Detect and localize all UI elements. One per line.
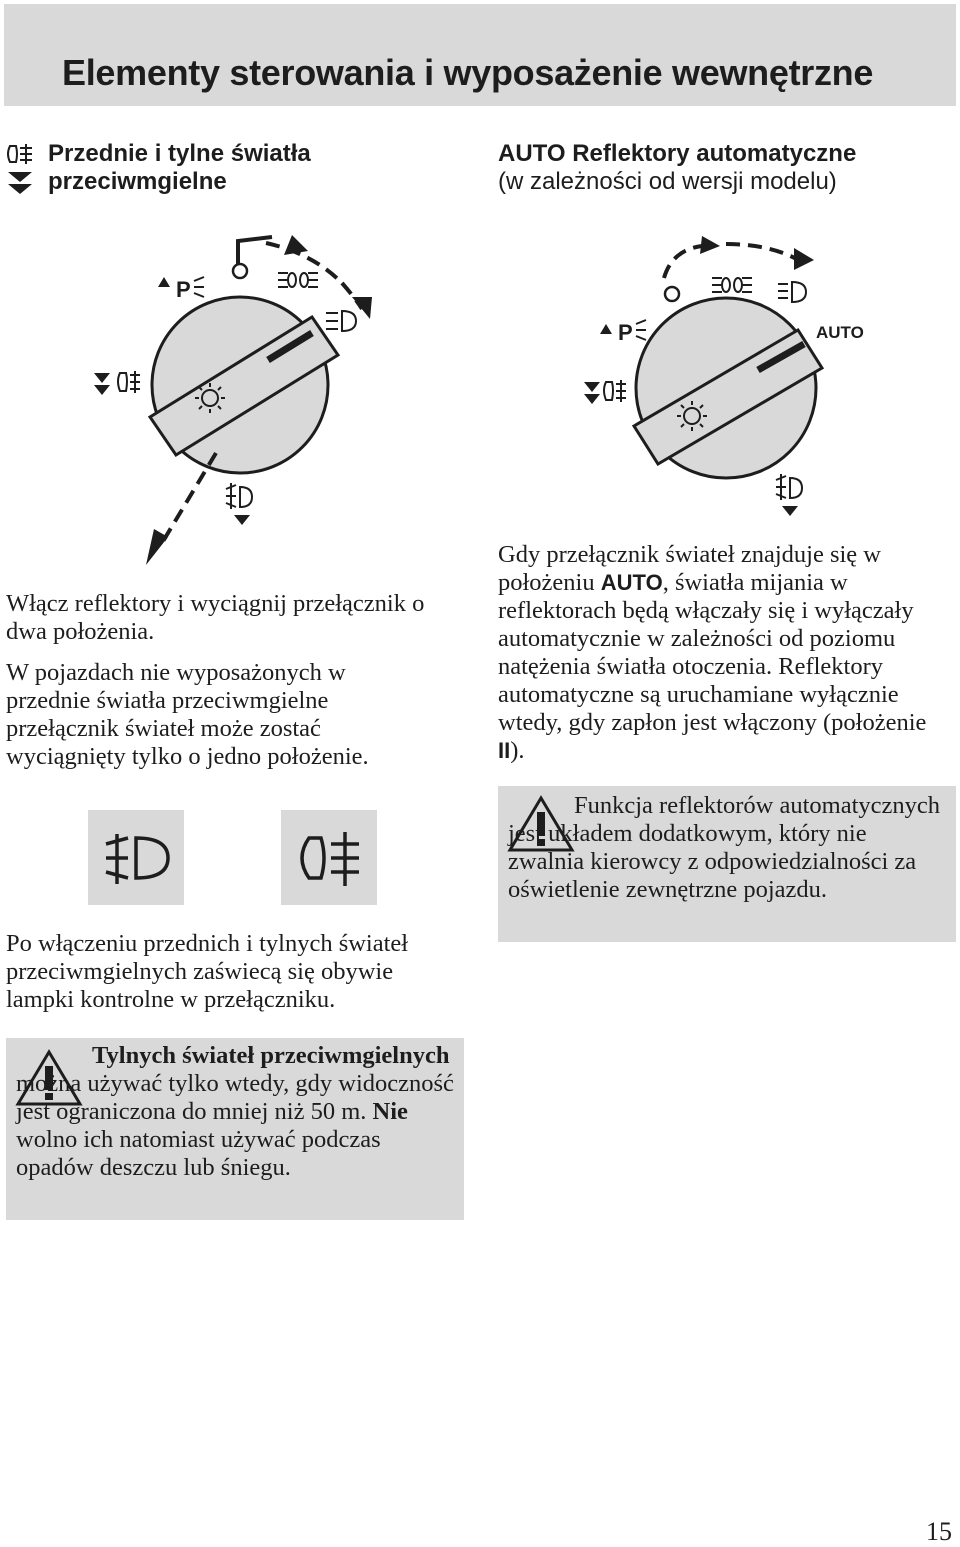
auto-para-auto: AUTO bbox=[600, 570, 663, 595]
fog-heading-line1: Przednie i tylne światła bbox=[48, 140, 311, 167]
fog-heading-line2: przeciwmgielne bbox=[48, 168, 227, 195]
auto-para: Gdy przełącznik świateł znajduje się w p… bbox=[498, 541, 958, 765]
header-band bbox=[4, 4, 956, 106]
auto-para-ii: II bbox=[498, 738, 511, 763]
page-number: 15 bbox=[926, 1517, 952, 1546]
right-parking-label: P bbox=[618, 320, 633, 345]
fog-lamp-pull-icon bbox=[4, 140, 36, 200]
fog-para2: W pojazdach nie wyposażonych w przednie … bbox=[6, 659, 436, 771]
fog-para3-text: Po włączeniu przednich i tylnych świateł… bbox=[6, 930, 409, 1013]
auto-warning-text: Funkcja reflektorów automatycznych jest … bbox=[508, 792, 948, 904]
fog-warning-bold2: Nie bbox=[372, 1098, 408, 1125]
fog-warning-text: Tylnych świateł przeciwmgielnych można u… bbox=[16, 1042, 456, 1182]
fog-para1: Włącz reflektory i wyciągnij przełącznik… bbox=[6, 590, 466, 646]
front-fog-lamp-icon bbox=[105, 834, 170, 884]
rear-fog-indicator-box bbox=[281, 810, 377, 905]
fog-section-heading: Przednie i tylne światła przeciwmgielne bbox=[48, 140, 311, 196]
rear-fog-lamp-icon bbox=[300, 832, 359, 886]
auto-warning-content: Funkcja reflektorów automatycznych jest … bbox=[508, 792, 941, 903]
warning-triangle-icon bbox=[507, 795, 575, 852]
fog-warning-text1: można używać tylko wtedy, gdy widoczność… bbox=[16, 1070, 454, 1125]
fog-warning-box: Tylnych świateł przeciwmgielnych można u… bbox=[6, 1038, 464, 1220]
warning-triangle-icon bbox=[15, 1049, 83, 1106]
fog-para2-text: W pojazdach nie wyposażonych w przednie … bbox=[6, 659, 369, 770]
left-parking-label: P bbox=[176, 277, 191, 302]
auto-dial-diagram: AUTO P bbox=[572, 230, 872, 530]
auto-section-heading: AUTO Reflektory automatyczne (w zależnoś… bbox=[498, 140, 856, 196]
auto-para-part1: Gdy przełącznik świateł znajduje się w p… bbox=[498, 541, 882, 596]
auto-heading-sub: (w zależności od wersji modelu) bbox=[498, 168, 837, 195]
fog-para1-text: Włącz reflektory i wyciągnij przełącznik… bbox=[6, 590, 425, 645]
right-auto-label: AUTO bbox=[816, 323, 864, 342]
front-fog-indicator-box bbox=[88, 810, 184, 905]
page-title: Elementy sterowania i wyposażenie wewnęt… bbox=[62, 52, 874, 93]
fog-dial-diagram: P bbox=[80, 225, 400, 575]
auto-para-part3: ). bbox=[510, 737, 525, 764]
fog-warning-bold1: Tylnych świateł przeciwmgielnych bbox=[92, 1042, 450, 1069]
fog-warning-text2: wolno ich natomiast używać podczas opadó… bbox=[16, 1126, 381, 1181]
fog-para3: Po włączeniu przednich i tylnych świateł… bbox=[6, 930, 466, 1014]
auto-warning-box: Funkcja reflektorów automatycznych jest … bbox=[498, 786, 956, 942]
auto-para-part2: , światła mijania w reflektorach będą wł… bbox=[498, 569, 927, 736]
auto-heading: AUTO Reflektory automatyczne bbox=[498, 140, 857, 167]
